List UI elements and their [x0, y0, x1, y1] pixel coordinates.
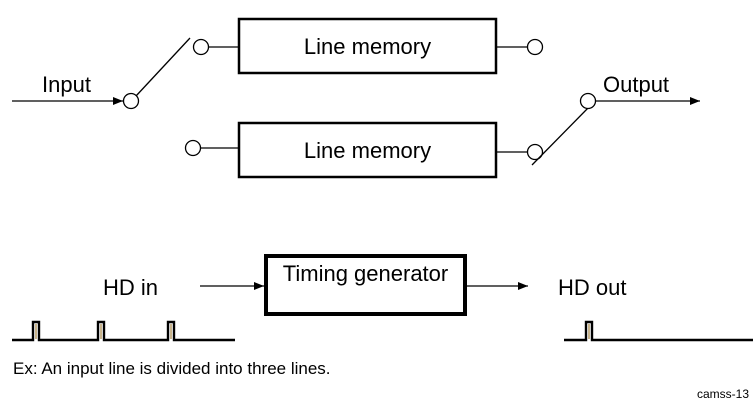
output-contact-top: [526, 38, 544, 56]
caption-text: Ex: An input line is divided into three …: [13, 359, 331, 378]
output-contact-bottom: [526, 143, 544, 161]
output-switch-pivot: [579, 92, 597, 110]
input-contact-bottom: [184, 139, 202, 157]
hd-out-label: HD out: [558, 275, 627, 300]
memory-bottom-label: Line memory: [303, 138, 432, 163]
output-switch-blade: [531, 105, 591, 166]
memory-top-label: Line memory: [303, 34, 432, 59]
timing-generator-label: Timing generator: [282, 261, 449, 286]
input-switch-pivot: [122, 92, 140, 110]
timing-generator-box: [264, 254, 467, 316]
reference-code: camss-13: [697, 387, 750, 401]
memory-bottom-box: [237, 121, 498, 179]
input-contact-top: [192, 38, 210, 56]
memory-top-box: [237, 17, 498, 75]
input-switch-blade: [135, 37, 191, 97]
output-label: Output: [603, 72, 670, 97]
hd-in-label: HD in: [103, 275, 159, 300]
hd-in-pulses: [12, 320, 235, 342]
input-label: Input: [42, 72, 91, 97]
hd-out-pulse: [564, 320, 753, 342]
